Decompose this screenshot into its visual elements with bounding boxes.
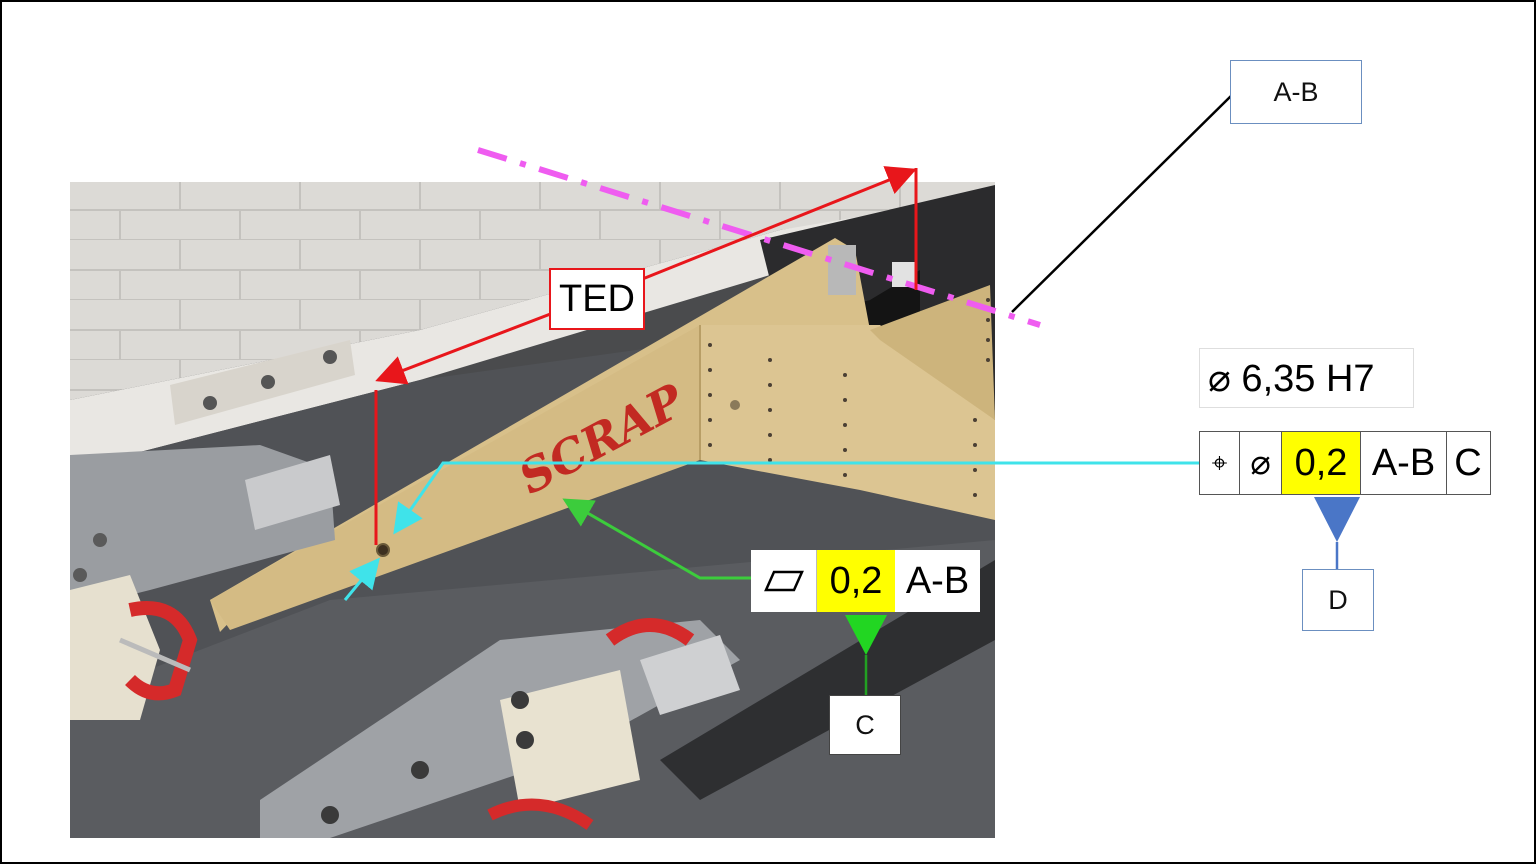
position-diameter-symbol: ⌀	[1240, 432, 1282, 494]
ted-label-text: TED	[559, 277, 635, 320]
position-leader	[393, 461, 1200, 535]
pin-hole	[376, 543, 390, 557]
hole-size-text: ⌀ 6,35 H7	[1208, 357, 1375, 400]
toggle-clamp-lower	[640, 635, 740, 715]
brick-wall	[70, 182, 995, 400]
locator-block-lower	[500, 670, 640, 810]
position-fcf: ⌖ ⌀ 0,2 A-B C	[1199, 431, 1491, 495]
parallelism-tolerance: 0,2	[817, 550, 895, 612]
wall-ledge	[70, 215, 870, 470]
hinge-bracket	[828, 245, 856, 295]
spar-web	[210, 238, 870, 632]
c-clamp	[125, 601, 198, 701]
position-icon: ⌖	[1200, 432, 1240, 494]
datum-c-triangle	[845, 615, 887, 655]
position-leader-arrow	[343, 557, 380, 601]
spar-face	[700, 325, 995, 520]
c-clamp-lower	[605, 618, 695, 646]
datum-ab-leader	[1011, 93, 1234, 313]
position-datum-primary: A-B	[1361, 432, 1447, 494]
spar-rib	[870, 285, 995, 420]
toggle-clamp	[245, 455, 340, 530]
datum-d-text: D	[1328, 584, 1348, 615]
datum-c-box: C	[829, 695, 901, 755]
datum-ab-text: A-B	[1273, 76, 1319, 107]
datum-ab-box: A-B	[1230, 60, 1362, 124]
datum-d-triangle	[1314, 497, 1360, 542]
parallelogram-icon	[751, 550, 817, 612]
parallelism-leader	[562, 498, 752, 580]
position-datum-secondary: C	[1454, 441, 1482, 484]
fixture-photo: SCRAP	[70, 182, 995, 838]
hole-size-callout: ⌀ 6,35 H7	[1199, 348, 1414, 408]
parallelism-datum: A-B	[905, 559, 970, 602]
datum-c-text: C	[855, 709, 875, 740]
steel-rail	[660, 560, 995, 800]
screw-hole	[203, 396, 217, 410]
rivet-rows	[708, 298, 990, 497]
datum-d-box: D	[1302, 569, 1374, 631]
spar-flange	[210, 325, 700, 630]
ted-label: TED	[549, 268, 645, 330]
position-tolerance: 0,2	[1282, 432, 1361, 494]
ted-dimension-line	[639, 166, 917, 282]
screw-hole	[261, 375, 275, 389]
parallelism-fcf: 0,2 A-B	[751, 550, 980, 612]
screw-hole	[323, 350, 337, 364]
